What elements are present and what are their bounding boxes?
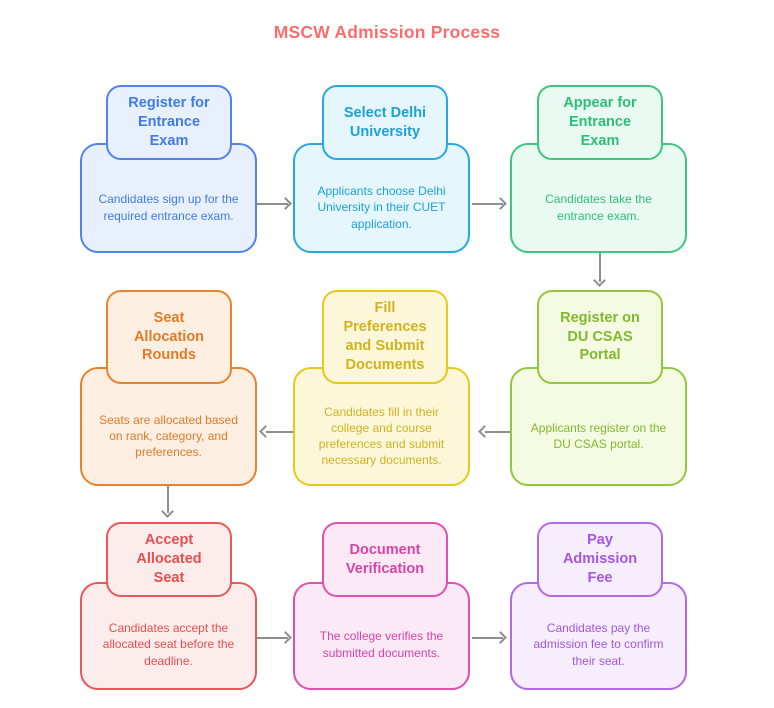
arrow-right-icon bbox=[279, 197, 292, 210]
node-description: Applicants choose Delhi University in th… bbox=[293, 143, 470, 253]
arrow-left-icon bbox=[259, 425, 272, 438]
node-title: Pay Admission Fee bbox=[537, 522, 663, 597]
node-title: Document Verification bbox=[322, 522, 448, 597]
node-title: Accept Allocated Seat bbox=[106, 522, 232, 597]
arrow-right-icon bbox=[494, 631, 507, 644]
arrow-line bbox=[472, 203, 503, 205]
diagram-title: MSCW Admission Process bbox=[273, 22, 501, 42]
node-description: Candidates fill in their college and cou… bbox=[293, 367, 470, 486]
node-description: Candidates take the entrance exam. bbox=[510, 143, 687, 253]
node-title: Fill Preferences and Submit Documents bbox=[322, 290, 448, 384]
node-description: Seats are allocated based on rank, categ… bbox=[80, 367, 257, 486]
node-title: Register on DU CSAS Portal bbox=[537, 290, 663, 384]
arrow-down-icon bbox=[593, 274, 606, 287]
arrow-line bbox=[599, 253, 601, 282]
node-description: Candidates accept the allocated seat bef… bbox=[80, 582, 257, 690]
arrow-down-icon bbox=[161, 505, 174, 518]
arrow-line bbox=[257, 203, 288, 205]
arrow-line bbox=[167, 486, 169, 513]
arrow-right-icon bbox=[494, 197, 507, 210]
arrow-left-icon bbox=[478, 425, 491, 438]
node-title: Select Delhi University bbox=[322, 85, 448, 160]
node-title: Seat Allocation Rounds bbox=[106, 290, 232, 384]
arrow-line bbox=[257, 637, 288, 639]
node-description: The college verifies the submitted docum… bbox=[293, 582, 470, 690]
arrow-right-icon bbox=[279, 631, 292, 644]
node-description: Candidates pay the admission fee to conf… bbox=[510, 582, 687, 690]
arrow-line bbox=[266, 431, 293, 433]
arrow-line bbox=[485, 431, 510, 433]
node-description: Candidates sign up for the required entr… bbox=[80, 143, 257, 253]
node-title: Appear for Entrance Exam bbox=[537, 85, 663, 160]
arrow-line bbox=[472, 637, 503, 639]
node-description: Applicants register on the DU CSAS porta… bbox=[510, 367, 687, 486]
node-title: Register for Entrance Exam bbox=[106, 85, 232, 160]
